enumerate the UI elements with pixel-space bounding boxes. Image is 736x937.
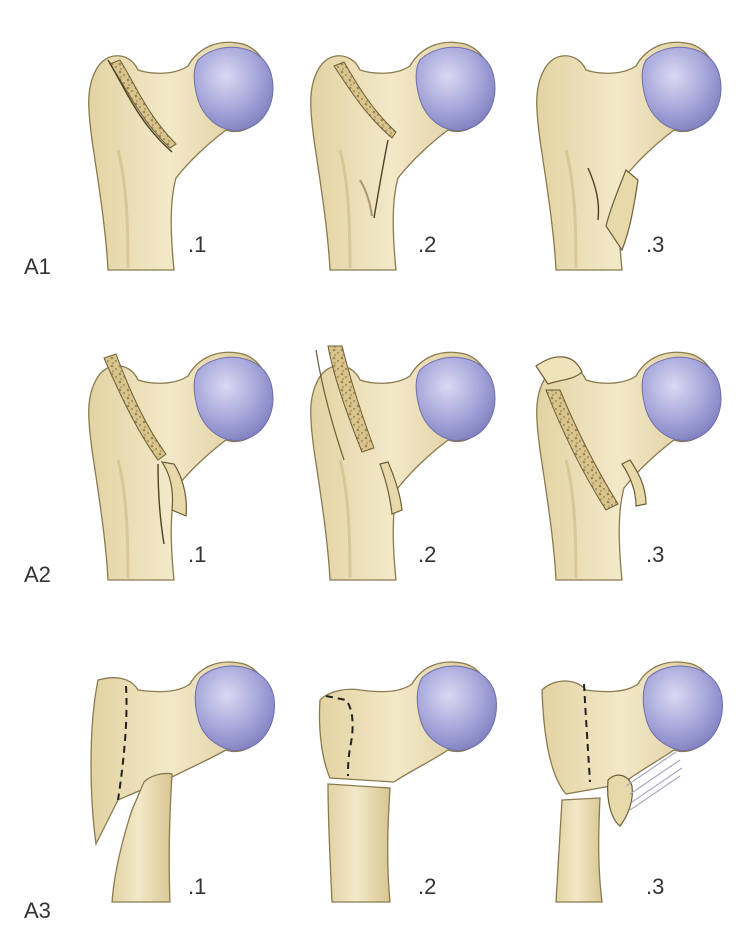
- sublabel-a1-2: .2: [418, 232, 436, 257]
- diagram-a1-1: [87, 40, 275, 272]
- diagram-a1-3: [535, 40, 723, 272]
- row-label-a1: A1: [24, 254, 51, 279]
- sublabel-a1-1: .1: [188, 232, 206, 257]
- sublabel-a3-2: .2: [418, 874, 436, 899]
- sublabel-a1-3: .3: [646, 232, 664, 257]
- sublabel-a3-3: .3: [646, 874, 664, 899]
- sublabel-a2-1: .1: [188, 542, 206, 567]
- row-a2: A2 .1 .2 .3: [24, 345, 723, 587]
- diagram-a1-2: [309, 40, 497, 272]
- row-label-a2: A2: [24, 562, 51, 587]
- row-a3: A3 .1 .2 .3: [24, 661, 723, 923]
- diagram-a2-1: [87, 350, 275, 582]
- diagram-a2-2: [309, 345, 497, 582]
- row-a1: A1 .1 .2 .3: [24, 40, 723, 279]
- sublabel-a2-2: .2: [418, 542, 436, 567]
- diagram-a3-2: [318, 661, 497, 903]
- diagram-a2-3: [535, 350, 723, 582]
- diagram-a3-3: [541, 661, 723, 903]
- sublabel-a3-1: .1: [188, 874, 206, 899]
- row-label-a3: A3: [24, 898, 51, 923]
- diagram-a3-1: [90, 661, 275, 903]
- sublabel-a2-3: .3: [646, 542, 664, 567]
